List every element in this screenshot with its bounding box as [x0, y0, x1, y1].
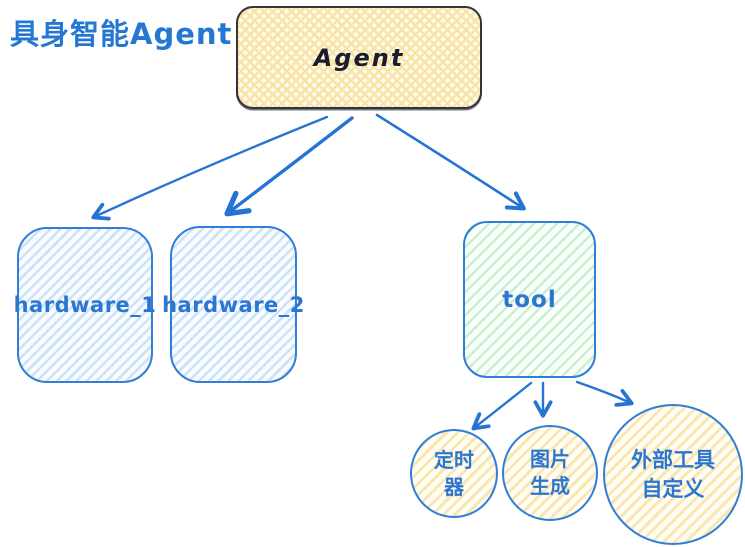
- edge-agent-tool: [375, 113, 526, 211]
- diagram-title: 具身智能Agent: [10, 17, 233, 51]
- node-hardware-2: hardware_2: [162, 226, 304, 383]
- image-gen-label-line1: 图片: [530, 447, 570, 471]
- timer-label-line2: 器: [444, 474, 464, 499]
- timer-label-line1: 定时: [434, 447, 474, 472]
- node-hardware-1: hardware_1: [14, 227, 156, 383]
- node-image-gen: 图片 生成: [502, 425, 598, 521]
- agent-label: Agent: [313, 43, 405, 72]
- tool-label: tool: [502, 286, 557, 313]
- edge-tool-external-tool: [575, 380, 634, 407]
- node-external-tool: 外部工具 自定义: [603, 404, 743, 545]
- image-gen-label-line2: 生成: [530, 474, 570, 498]
- node-agent: Agent: [236, 6, 482, 109]
- hardware-2-label: hardware_2: [162, 292, 305, 317]
- external-tool-label-line1: 外部工具: [631, 448, 715, 473]
- edge-tool-timer: [471, 381, 533, 431]
- external-tool-label-line2: 自定义: [641, 476, 705, 501]
- node-tool: tool: [463, 221, 596, 378]
- edge-agent-hardware-2: [224, 116, 354, 217]
- hardware-1-label: hardware_1: [13, 293, 157, 317]
- node-timer: 定时 器: [410, 429, 498, 518]
- edge-agent-hardware-1: [91, 115, 329, 221]
